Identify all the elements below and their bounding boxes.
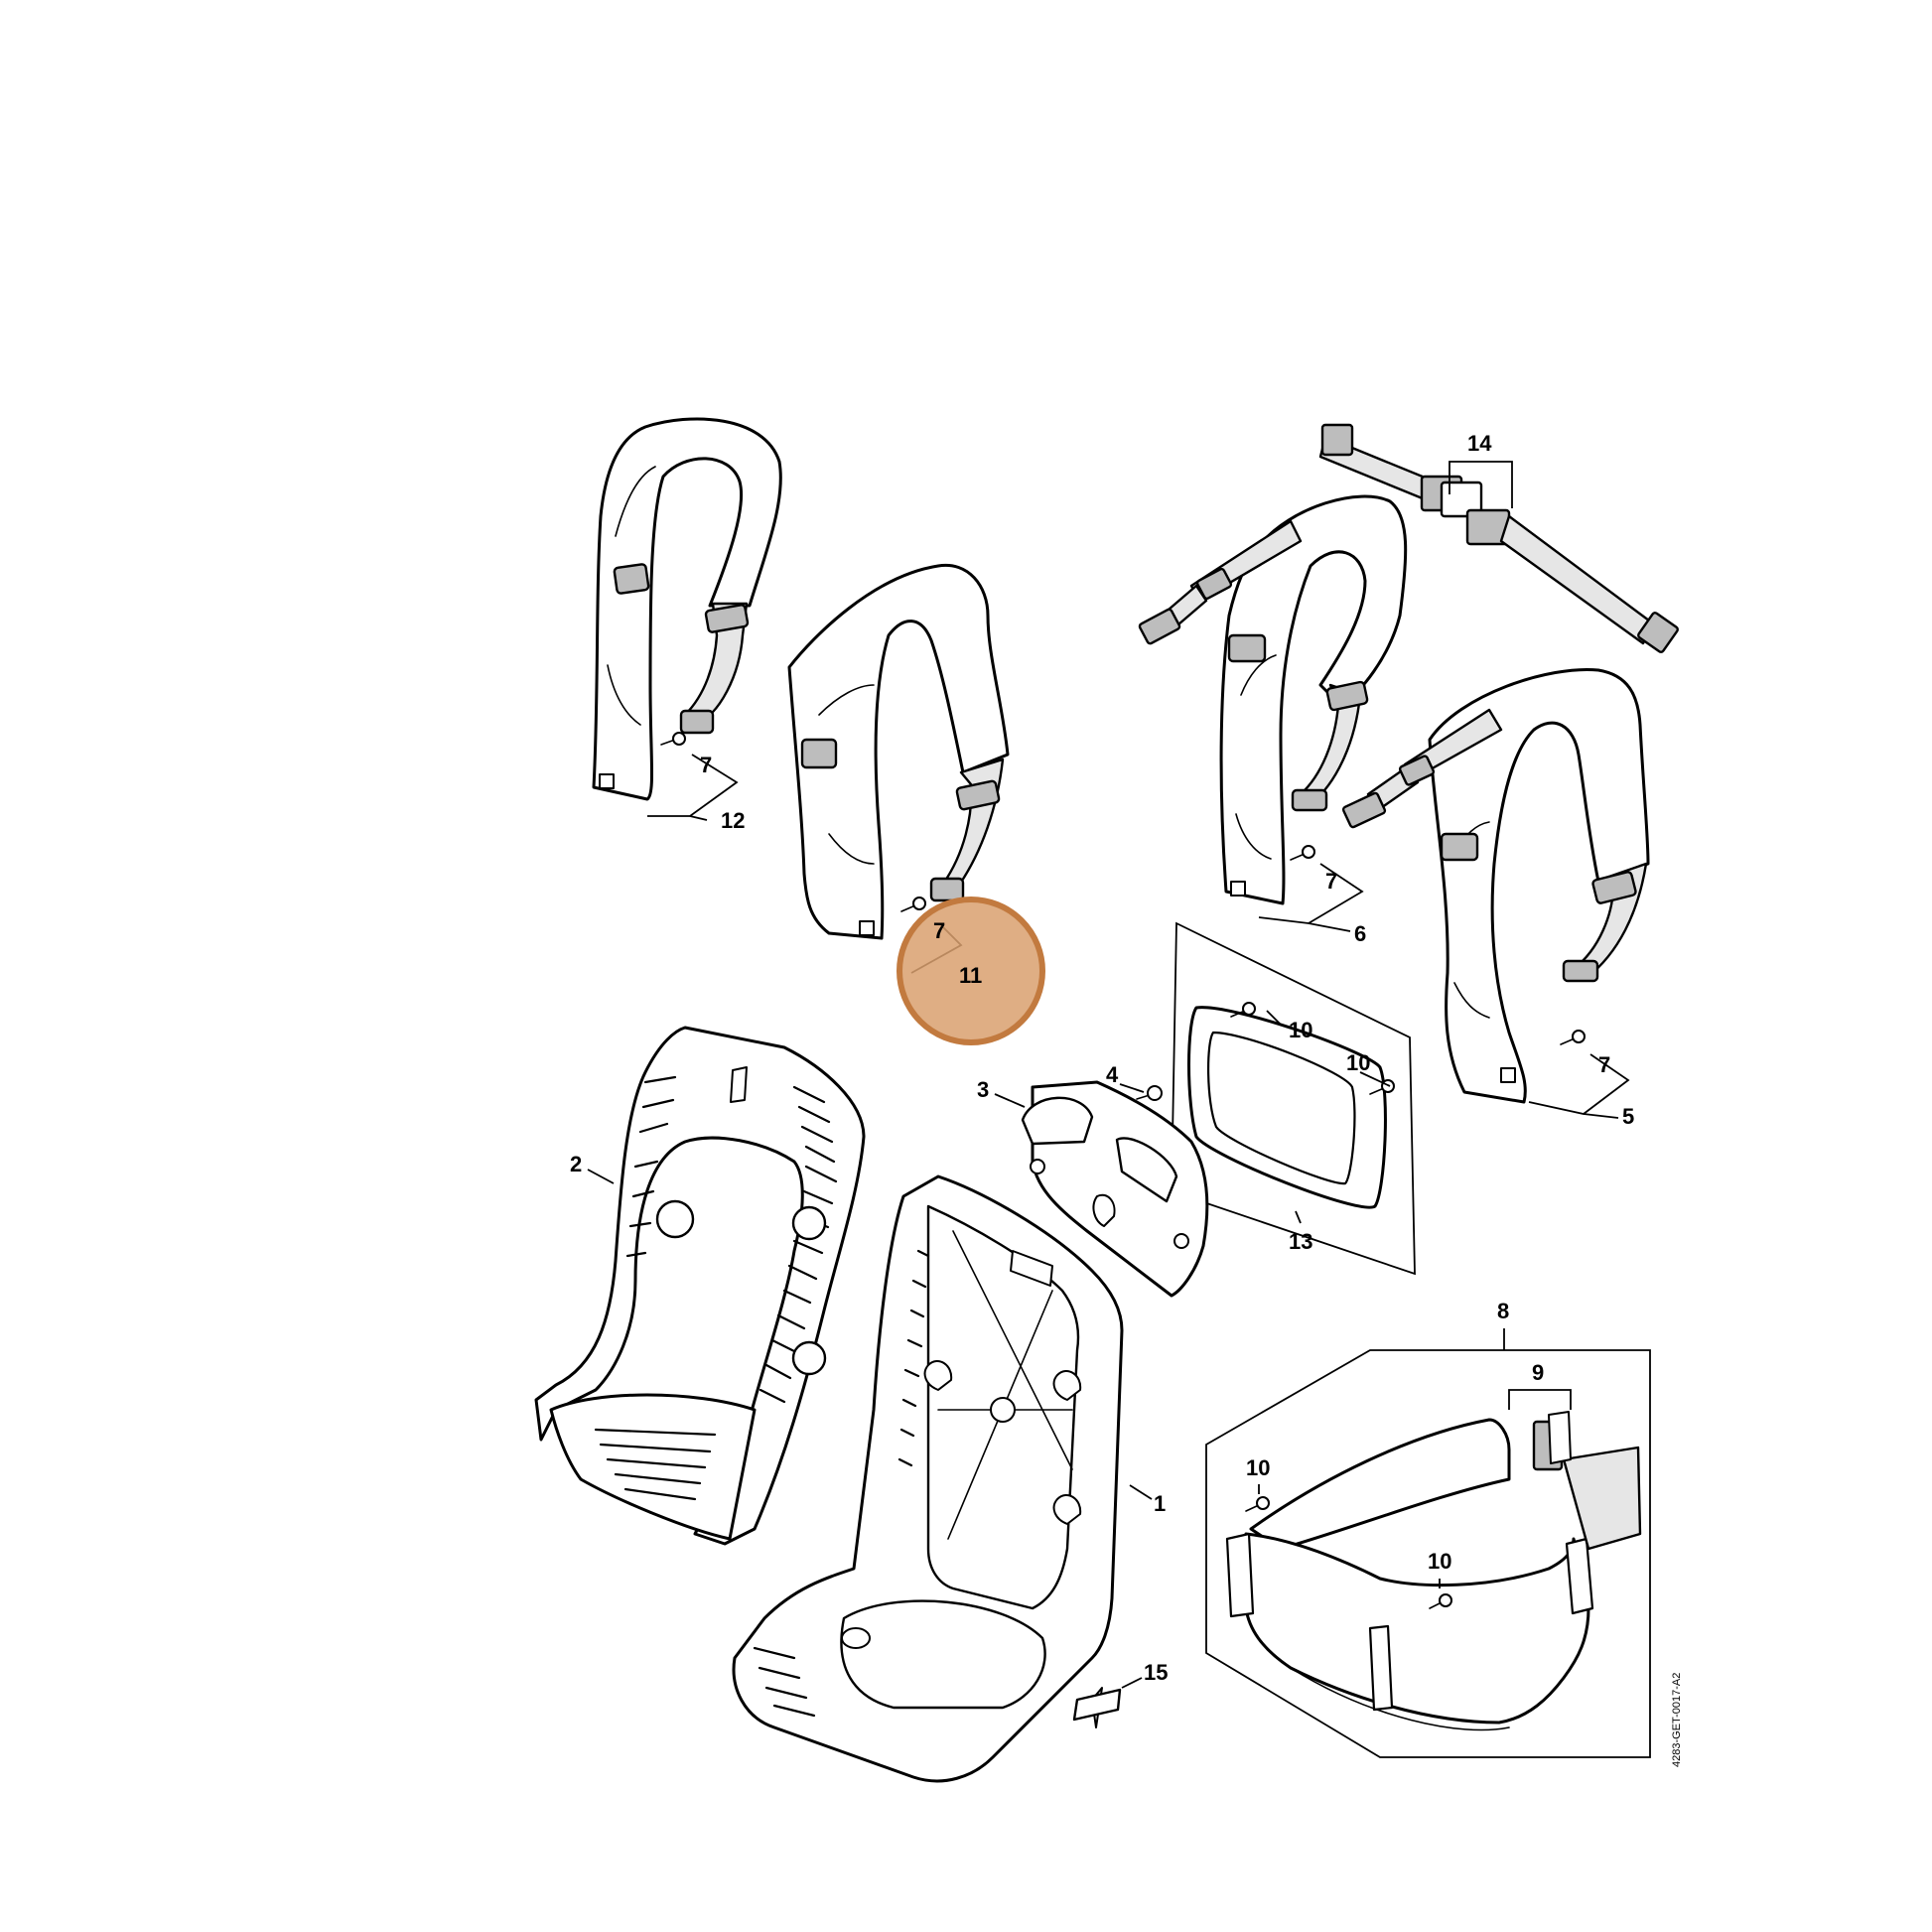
part-3-handle[interactable] bbox=[994, 1080, 1209, 1298]
callout-9[interactable]: 9 bbox=[1532, 1360, 1544, 1385]
part-5-shoulder-strap[interactable] bbox=[1341, 667, 1650, 1119]
callout-15[interactable]: 15 bbox=[1144, 1660, 1168, 1685]
callout-7b[interactable]: 7 bbox=[933, 918, 945, 943]
callout-10d[interactable]: 10 bbox=[1428, 1549, 1451, 1574]
callout-10a[interactable]: 10 bbox=[1289, 1018, 1312, 1042]
callout-5[interactable]: 5 bbox=[1622, 1104, 1634, 1129]
callout-7d[interactable]: 7 bbox=[1598, 1052, 1610, 1077]
drawing-id: 4283-GET-0017-A2 bbox=[1671, 1673, 1683, 1767]
callout-11[interactable]: 11 bbox=[959, 963, 982, 988]
screw-icon bbox=[1290, 845, 1315, 861]
part-8-hip-belt[interactable] bbox=[1205, 1328, 1651, 1758]
highlight-marker bbox=[897, 897, 1045, 1045]
part-14-chest-strap[interactable] bbox=[1318, 423, 1679, 653]
part-15-label[interactable] bbox=[1072, 1677, 1143, 1722]
part-9-buckle-set[interactable] bbox=[1508, 1389, 1572, 1410]
callout-14[interactable]: 14 bbox=[1467, 431, 1492, 456]
part-2-padding-frame[interactable] bbox=[534, 1026, 866, 1546]
part-1-backplate[interactable] bbox=[732, 1174, 1153, 1783]
callout-7a[interactable]: 7 bbox=[700, 753, 712, 777]
callout-12[interactable]: 12 bbox=[721, 808, 745, 833]
callout-6[interactable]: 6 bbox=[1354, 921, 1366, 946]
callout-10c[interactable]: 10 bbox=[1246, 1455, 1270, 1480]
part-6-shoulder-strap[interactable] bbox=[1138, 494, 1408, 932]
part-13-back-cushion[interactable] bbox=[1171, 921, 1416, 1276]
part-4-screw[interactable] bbox=[1119, 1083, 1163, 1101]
screw-icon bbox=[1230, 1002, 1395, 1095]
callout-4[interactable]: 4 bbox=[1106, 1062, 1119, 1087]
callout-3[interactable]: 3 bbox=[977, 1077, 989, 1102]
callout-10b[interactable]: 10 bbox=[1346, 1050, 1370, 1075]
callout-13[interactable]: 13 bbox=[1289, 1229, 1312, 1254]
callout-8[interactable]: 8 bbox=[1497, 1299, 1509, 1323]
screw-icon bbox=[900, 897, 926, 912]
callout-labels: 1 2 3 4 5 6 7 7 7 7 8 9 10 10 10 10 11 1… bbox=[570, 431, 1683, 1767]
callout-1[interactable]: 1 bbox=[1154, 1491, 1166, 1516]
part-12-shoulder-strap[interactable] bbox=[592, 417, 782, 821]
callout-2[interactable]: 2 bbox=[570, 1152, 582, 1176]
screw-icon bbox=[660, 732, 686, 746]
callout-7c[interactable]: 7 bbox=[1325, 869, 1337, 894]
screw-icon bbox=[1560, 1030, 1586, 1045]
part-11-shoulder-strap[interactable] bbox=[787, 563, 1010, 974]
screw-icon bbox=[1245, 1496, 1452, 1609]
